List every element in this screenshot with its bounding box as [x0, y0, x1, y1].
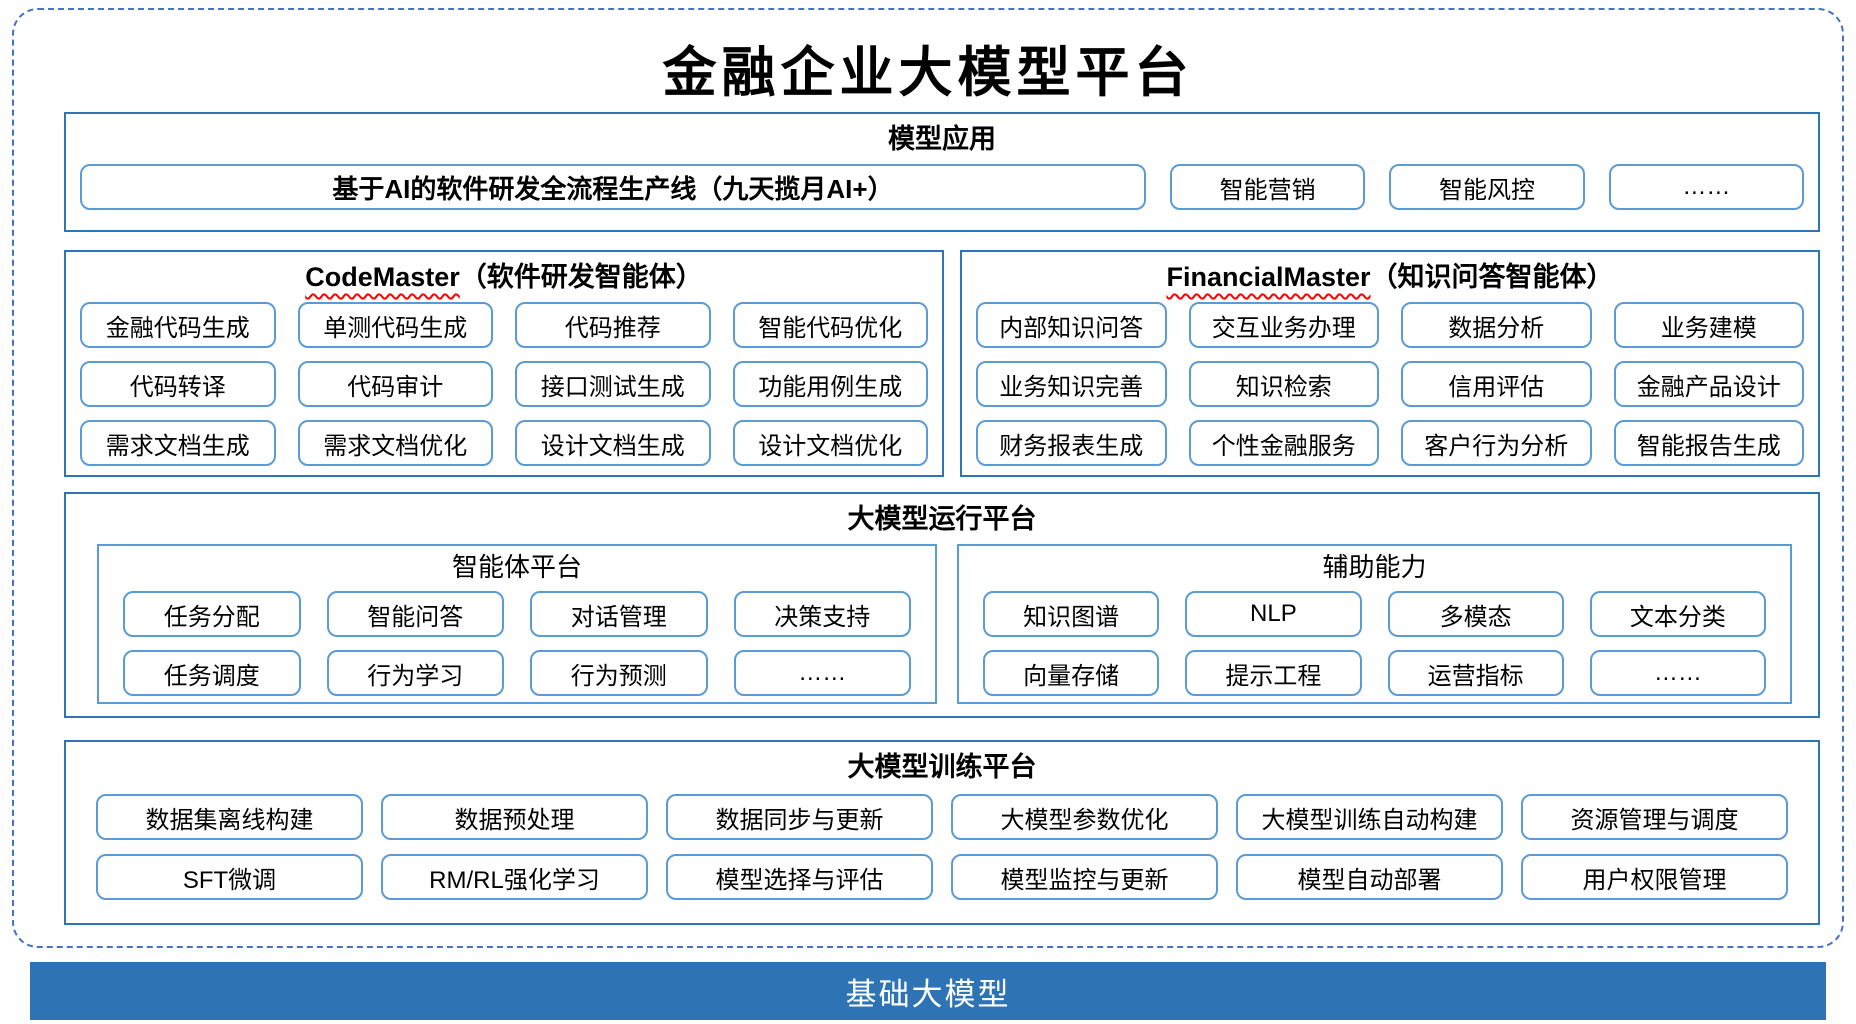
code-master-title: CodeMaster（软件研发智能体）: [66, 252, 942, 293]
app-pill: 智能营销: [1170, 164, 1366, 211]
platform-frame: [12, 8, 1844, 948]
capability-pill: RM/RL强化学习: [381, 854, 648, 901]
base-model-banner: 基础大模型: [30, 962, 1826, 1020]
capability-pill: 多模态: [1387, 591, 1564, 638]
code-master-section: CodeMaster（软件研发智能体） 金融代码生成 单测代码生成 代码推荐 智…: [64, 250, 944, 477]
capability-pill: 提示工程: [1185, 650, 1362, 697]
capability-pill: 代码审计: [297, 361, 493, 408]
capability-pill: 数据同步与更新: [666, 794, 933, 841]
training-platform-title: 大模型训练平台: [847, 752, 1037, 782]
code-master-grid: 金融代码生成 单测代码生成 代码推荐 智能代码优化 代码转译 代码审计 接口测试…: [66, 293, 942, 467]
page-title: 金融企业大模型平台: [662, 40, 1194, 104]
capability-pill: 对话管理: [530, 591, 708, 638]
financial-master-subtitle: （知识问答智能体）: [1370, 262, 1614, 292]
capability-pill: 模型监控与更新: [951, 854, 1218, 901]
capability-pill-ellipsis: ……: [733, 650, 911, 697]
capability-pill: 交互业务办理: [1188, 302, 1379, 349]
runtime-platform-title: 大模型运行平台: [847, 504, 1037, 534]
capability-pill: 金融代码生成: [80, 302, 276, 349]
capability-pill: 行为学习: [326, 650, 504, 697]
capability-pill: 大模型训练自动构建: [1236, 794, 1503, 841]
app-pill-ellipsis: ……: [1608, 164, 1804, 211]
financial-master-section: FinancialMaster（知识问答智能体） 内部知识问答 交互业务办理 数…: [960, 250, 1820, 477]
capability-pill: 模型自动部署: [1236, 854, 1503, 901]
runtime-platform-section: 大模型运行平台 智能体平台 任务分配 智能问答 对话管理 决策支持 任务调度 行…: [64, 492, 1820, 718]
capability-pill: 设计文档优化: [732, 420, 928, 467]
capability-pill: 数据预处理: [381, 794, 648, 841]
capability-pill: 代码转译: [80, 361, 276, 408]
capability-pill: 知识检索: [1188, 361, 1379, 408]
capability-pill: 业务建模: [1613, 302, 1804, 349]
capability-pill: 数据集离线构建: [96, 794, 363, 841]
capability-pill: 智能问答: [326, 591, 504, 638]
capability-pill: 文本分类: [1589, 591, 1766, 638]
aux-capabilities-title: 辅助能力: [1322, 552, 1427, 582]
capability-pill: SFT微调: [96, 854, 363, 901]
capability-pill: 模型选择与评估: [666, 854, 933, 901]
capability-pill: 用户权限管理: [1521, 854, 1788, 901]
capability-pill: 运营指标: [1387, 650, 1564, 697]
aux-capabilities-grid: 知识图谱 NLP 多模态 文本分类 向量存储 提示工程 运营指标 ……: [959, 583, 1790, 697]
capability-pill: 行为预测: [530, 650, 708, 697]
capability-pill: 智能代码优化: [732, 302, 928, 349]
model-applications-title: 模型应用: [888, 124, 996, 154]
capability-pill: 个性金融服务: [1188, 420, 1379, 467]
agent-platform-title: 智能体平台: [451, 552, 582, 582]
aux-capabilities-box: 辅助能力 知识图谱 NLP 多模态 文本分类 向量存储 提示工程 运营指标 ……: [957, 544, 1792, 704]
model-applications-section: 模型应用 基于AI的软件研发全流程生产线（九天揽月AI+） 智能营销 智能风控 …: [64, 112, 1820, 232]
capability-pill: 信用评估: [1401, 361, 1592, 408]
capability-pill: 单测代码生成: [297, 302, 493, 349]
capability-pill: 决策支持: [733, 591, 911, 638]
capability-pill: 代码推荐: [515, 302, 711, 349]
training-platform-grid: 数据集离线构建 数据预处理 数据同步与更新 大模型参数优化 大模型训练自动构建 …: [66, 783, 1818, 901]
code-master-subtitle: （软件研发智能体）: [459, 262, 703, 292]
capability-pill: 内部知识问答: [976, 302, 1167, 349]
capability-pill-ellipsis: ……: [1589, 650, 1766, 697]
agent-platform-box: 智能体平台 任务分配 智能问答 对话管理 决策支持 任务调度 行为学习 行为预测…: [97, 544, 937, 704]
capability-pill: 功能用例生成: [732, 361, 928, 408]
capability-pill: 金融产品设计: [1613, 361, 1804, 408]
capability-pill: 需求文档优化: [297, 420, 493, 467]
capability-pill: 设计文档生成: [515, 420, 711, 467]
capability-pill: 资源管理与调度: [1521, 794, 1788, 841]
capability-pill: 接口测试生成: [515, 361, 711, 408]
capability-pill: 数据分析: [1401, 302, 1592, 349]
app-pill: 智能风控: [1389, 164, 1585, 211]
financial-master-grid: 内部知识问答 交互业务办理 数据分析 业务建模 业务知识完善 知识检索 信用评估…: [962, 293, 1818, 467]
capability-pill: 业务知识完善: [976, 361, 1167, 408]
capability-pill: NLP: [1185, 591, 1362, 638]
capability-pill: 大模型参数优化: [951, 794, 1218, 841]
agent-platform-grid: 任务分配 智能问答 对话管理 决策支持 任务调度 行为学习 行为预测 ……: [99, 583, 935, 697]
capability-pill: 智能报告生成: [1613, 420, 1804, 467]
model-applications-row: 基于AI的软件研发全流程生产线（九天揽月AI+） 智能营销 智能风控 ……: [66, 164, 1818, 211]
training-platform-section: 大模型训练平台 数据集离线构建 数据预处理 数据同步与更新 大模型参数优化 大模…: [64, 740, 1820, 925]
capability-pill: 任务分配: [123, 591, 301, 638]
capability-pill: 任务调度: [123, 650, 301, 697]
capability-pill: 财务报表生成: [976, 420, 1167, 467]
code-master-name: CodeMaster: [305, 262, 460, 292]
capability-pill: 向量存储: [983, 650, 1160, 697]
financial-master-name: FinancialMaster: [1166, 262, 1371, 292]
capability-pill: 知识图谱: [983, 591, 1160, 638]
capability-pill: 需求文档生成: [80, 420, 276, 467]
ai-pipeline-pill: 基于AI的软件研发全流程生产线（九天揽月AI+）: [80, 164, 1146, 211]
capability-pill: 客户行为分析: [1401, 420, 1592, 467]
financial-master-title: FinancialMaster（知识问答智能体）: [962, 252, 1818, 293]
